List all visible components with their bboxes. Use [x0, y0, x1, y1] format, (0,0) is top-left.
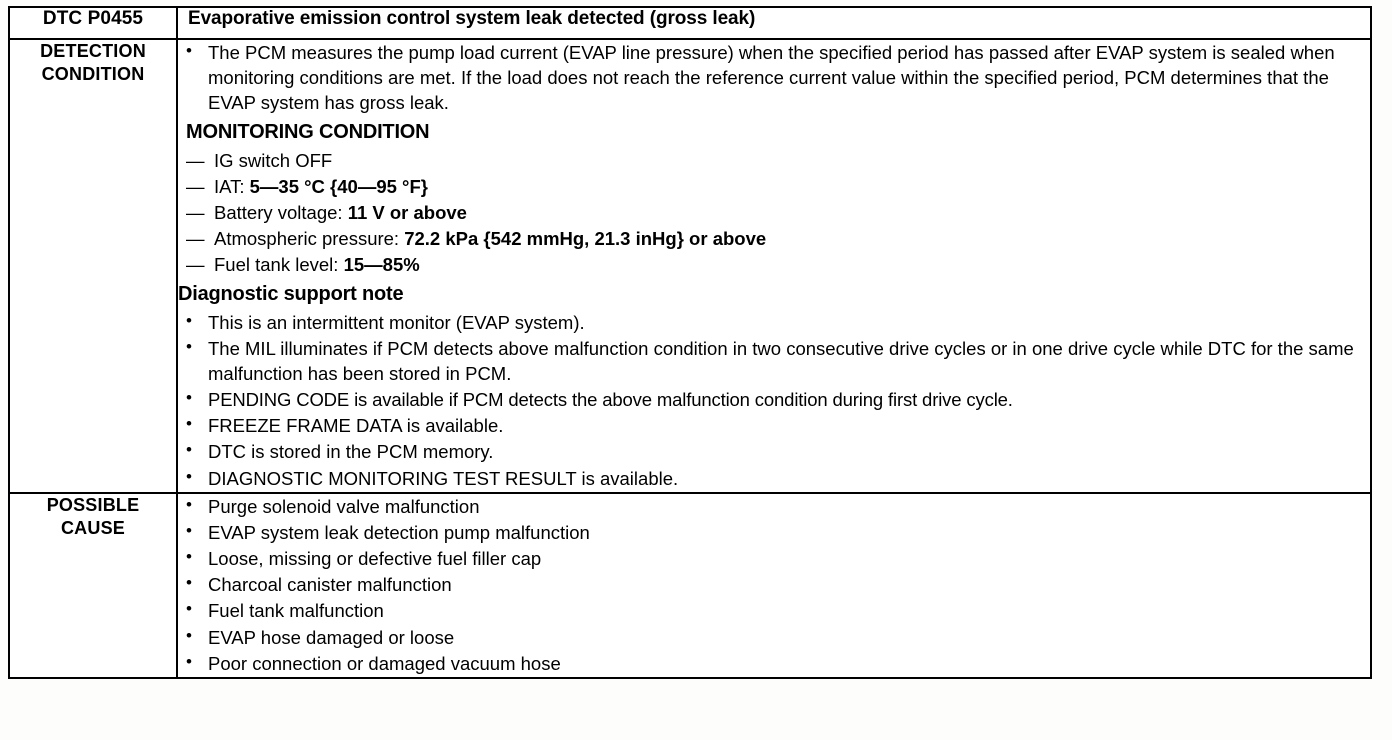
possible-cause-content-cell: Purge solenoid valve malfunction EVAP sy…	[176, 491, 1372, 679]
list-item: Fuel tank malfunction	[178, 597, 1370, 623]
detection-condition-label-line2: CONDITION	[41, 64, 145, 85]
table-header-row: DTC P0455 Evaporative emission control s…	[8, 6, 1372, 40]
list-item: Battery voltage: 11 V or above	[186, 200, 1370, 225]
possible-cause-row: POSSIBLE CAUSE Purge solenoid valve malf…	[8, 491, 1372, 679]
possible-cause-label-line2: CAUSE	[60, 518, 125, 539]
dtc-code-text: DTC P0455	[42, 8, 144, 29]
detection-condition-label-cell: DETECTION CONDITION	[8, 38, 178, 494]
list-item: FREEZE FRAME DATA is available.	[178, 412, 1370, 438]
list-item: The PCM measures the pump load current (…	[178, 39, 1370, 115]
list-item: EVAP system leak detection pump malfunct…	[178, 519, 1370, 545]
monitoring-item-value: 5—35 °C {40—95 °F}	[249, 175, 428, 197]
dtc-diagnostic-table: DTC P0455 Evaporative emission control s…	[8, 6, 1372, 679]
list-item: IG switch OFF	[186, 148, 1370, 173]
detection-condition-row: DETECTION CONDITION The PCM measures the…	[8, 38, 1372, 494]
monitoring-item-label: IG switch OFF	[214, 149, 333, 171]
list-item: Charcoal canister malfunction	[178, 571, 1370, 597]
detection-condition-content-cell: The PCM measures the pump load current (…	[176, 38, 1372, 494]
monitoring-item-label: Battery voltage:	[214, 201, 348, 223]
monitoring-item-value: 15—85%	[343, 254, 420, 276]
list-item: The MIL illuminates if PCM detects above…	[178, 335, 1370, 386]
list-item: Fuel tank level: 15—85%	[186, 252, 1370, 277]
list-item: EVAP hose damaged or loose	[178, 623, 1370, 650]
diagnostic-support-note-list: This is an intermittent monitor (EVAP sy…	[178, 309, 1370, 491]
dtc-title-text: Evaporative emission control system leak…	[188, 8, 756, 29]
monitoring-item-value: 11 V or above	[347, 201, 467, 223]
monitoring-condition-list: IG switch OFF IAT: 5—35 °C {40—95 °F} Ba…	[186, 148, 1370, 278]
list-item: Loose, missing or defective fuel filler …	[178, 545, 1370, 571]
possible-cause-label-cell: POSSIBLE CAUSE	[8, 491, 178, 679]
monitoring-condition-heading: MONITORING CONDITION	[186, 121, 430, 144]
list-item: Atmospheric pressure: 72.2 kPa {542 mmHg…	[186, 226, 1370, 251]
list-item: Purge solenoid valve malfunction	[178, 493, 1370, 519]
list-item: This is an intermittent monitor (EVAP sy…	[178, 309, 1370, 335]
list-item: Poor connection or damaged vacuum hose	[178, 650, 1370, 676]
list-item: DIAGNOSTIC MONITORING TEST RESULT is ava…	[178, 465, 1370, 491]
dtc-code-cell: DTC P0455	[8, 6, 178, 40]
monitoring-item-label: IAT:	[214, 175, 250, 197]
list-item: PENDING CODE is available if PCM detects…	[178, 386, 1370, 412]
detection-condition-label-line1: DETECTION	[40, 41, 146, 61]
possible-cause-list: Purge solenoid valve malfunction EVAP sy…	[178, 493, 1370, 676]
monitoring-item-value: 72.2 kPa {542 mmHg, 21.3 inHg} or above	[404, 228, 767, 250]
possible-cause-label-line1: POSSIBLE	[46, 494, 140, 515]
list-item: IAT: 5—35 °C {40—95 °F}	[186, 174, 1370, 199]
list-item: DTC is stored in the PCM memory.	[178, 438, 1370, 464]
dtc-title-cell: Evaporative emission control system leak…	[176, 6, 1372, 40]
monitoring-item-label: Fuel tank level:	[214, 254, 344, 276]
monitoring-item-label: Atmospheric pressure:	[214, 228, 405, 250]
detection-intro-bullet-list: The PCM measures the pump load current (…	[178, 39, 1370, 115]
diagnostic-support-note-heading: Diagnostic support note	[178, 283, 404, 306]
